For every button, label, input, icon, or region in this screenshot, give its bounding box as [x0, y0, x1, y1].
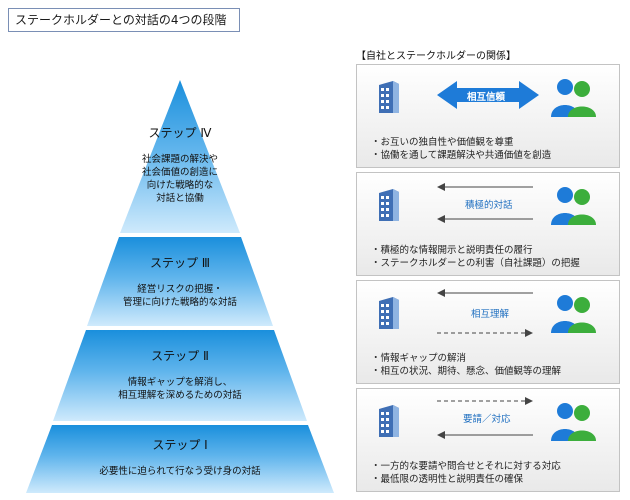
arrow-label: 要請／対応 — [463, 414, 511, 425]
bullet-item: ・情報ギャップの解消 — [371, 353, 467, 364]
bullet-item: ・一方的な要請や問合せとそれに対する対応 — [371, 461, 561, 472]
bullet-item: ・積極的な情報開示と説明責任の履行 — [371, 245, 533, 256]
relationship-panel-active-dialogue: 積極的対話 ・積極的な情報開示と説明責任の履行 ・ステークホルダーとの利害（自社… — [356, 172, 620, 276]
bullet-item: ・相互の状況、期待、懸念、価値観等の理解 — [371, 366, 562, 377]
stakeholders-icon — [551, 187, 596, 225]
relationship-panel-request-response: 要請／対応 ・一方的な要請や問合せとそれに対する対応 ・最低限の透明性と説明責任… — [356, 388, 620, 492]
building-icon — [379, 297, 399, 329]
step-2-desc-line: 情報ギャップを解消し、 — [127, 377, 233, 388]
step-1-desc: 必要性に迫られて行なう受け身の対話 — [55, 465, 305, 478]
left-arrow-icon — [437, 183, 533, 223]
arrow-label: 積極的対話 — [465, 200, 513, 211]
bullet-item: ・ステークホルダーとの利害（自社課題）の把握 — [371, 258, 580, 269]
step-4: ステップ Ⅳ 社会課題の解決や 社会価値の創造に 向けた戦略的な 対話と協働 — [120, 124, 240, 205]
pyramid-tier-2 — [53, 330, 307, 421]
step-3: ステップ Ⅲ 経営リスクの把握・ 管理に向けた戦略的な対話 — [90, 254, 270, 309]
relationship-panel-mutual-understanding: 相互理解 ・情報ギャップの解消 ・相互の状況、期待、懸念、価値観等の理解 — [356, 280, 620, 384]
step-2-desc-line: 相互理解を深めるための対話 — [118, 390, 242, 401]
stakeholders-icon — [551, 79, 596, 117]
step-4-desc-line: 社会価値の創造に — [141, 167, 218, 178]
stakeholders-icon — [551, 295, 596, 333]
step-1: ステップ Ⅰ 必要性に迫られて行なう受け身の対話 — [55, 436, 305, 478]
relationship-panel-trust: 相互信頼 ・お互いの独自性や価値観を尊重 ・協働を通して課題解決や共通価値を創造 — [356, 64, 620, 168]
stakeholders-icon — [551, 403, 596, 441]
bullet-item: ・協働を通して課題解決や共通価値を創造 — [371, 150, 552, 161]
building-icon — [379, 81, 399, 113]
step-2-label: ステップ Ⅱ — [151, 349, 209, 363]
step-4-desc-line: 向けた戦略的な — [146, 180, 214, 191]
double-arrow-icon — [437, 81, 539, 109]
bullet-item: ・最低限の透明性と説明責任の確保 — [371, 474, 524, 485]
step-3-desc: 経営リスクの把握・ 管理に向けた戦略的な対話 — [90, 283, 270, 309]
bullet-item: ・お互いの独自性や価値観を尊重 — [371, 137, 514, 148]
step-3-desc-line: 管理に向けた戦略的な対話 — [122, 297, 237, 308]
exchange-arrows-icon — [437, 289, 533, 337]
stakeholder-pyramid — [26, 80, 334, 493]
step-4-desc-line: 社会課題の解決や — [141, 154, 218, 165]
building-icon — [379, 189, 399, 221]
step-2: ステップ Ⅱ 情報ギャップを解消し、 相互理解を深めるための対話 — [80, 347, 280, 402]
page-title: ステークホルダーとの対話の4つの段階 — [8, 8, 240, 32]
panel-bullets: ・積極的な情報開示と説明責任の履行 ・ステークホルダーとの利害（自社課題）の把握 — [371, 244, 580, 270]
panel-bullets: ・情報ギャップの解消 ・相互の状況、期待、懸念、価値観等の理解 — [371, 352, 561, 378]
step-2-desc: 情報ギャップを解消し、 相互理解を深めるための対話 — [80, 376, 280, 402]
step-3-label: ステップ Ⅲ — [149, 256, 211, 270]
pyramid-tier-3 — [87, 237, 273, 326]
step-4-desc: 社会課題の解決や 社会価値の創造に 向けた戦略的な 対話と協働 — [120, 153, 240, 205]
relationship-heading: 【自社とステークホルダーの関係】 — [356, 51, 516, 62]
pyramid-tier-4 — [120, 80, 240, 233]
building-icon — [379, 405, 399, 437]
exchange-arrows-icon — [437, 397, 533, 439]
pyramid-tier-1 — [26, 425, 334, 493]
step-1-desc-line: 必要性に迫られて行なう受け身の対話 — [99, 466, 261, 477]
arrow-label: 相互信頼 — [467, 92, 506, 103]
step-1-label: ステップ Ⅰ — [152, 438, 208, 452]
arrow-label: 相互理解 — [471, 309, 510, 320]
step-3-desc-line: 経営リスクの把握・ — [137, 284, 223, 295]
step-4-label: ステップ Ⅳ — [148, 126, 212, 140]
panel-bullets: ・お互いの独自性や価値観を尊重 ・協働を通して課題解決や共通価値を創造 — [371, 136, 551, 162]
step-4-desc-line: 対話と協働 — [156, 193, 204, 204]
panel-bullets: ・一方的な要請や問合せとそれに対する対応 ・最低限の透明性と説明責任の確保 — [371, 460, 561, 486]
